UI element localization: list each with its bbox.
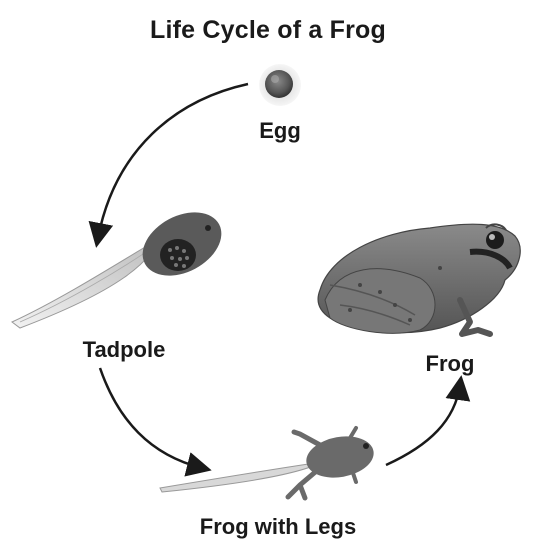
stage-label-frog: Frog: [400, 351, 500, 377]
arrow-legs-to-frog: [386, 385, 460, 465]
froglet-image: [160, 428, 377, 498]
stage-label-tadpole: Tadpole: [64, 337, 184, 363]
frog-image: [318, 224, 520, 334]
stage-label-egg: Egg: [230, 118, 330, 144]
arrow-egg-to-tadpole: [98, 84, 248, 238]
arrow-tadpole-to-legs: [100, 368, 202, 468]
stage-label-frog-with-legs: Frog with Legs: [168, 514, 388, 540]
egg-image: [259, 64, 301, 106]
tadpole-image: [12, 200, 232, 328]
